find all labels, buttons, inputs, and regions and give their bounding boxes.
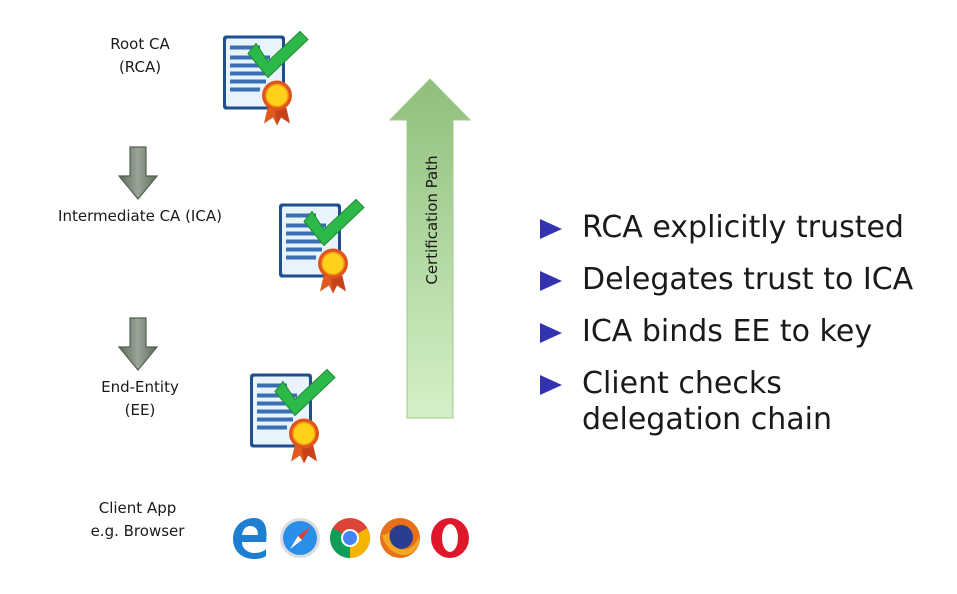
- root-ca-name: Root CA: [110, 35, 170, 53]
- firefox-icon: [380, 518, 420, 558]
- root-ca-abbr: (RCA): [118, 58, 162, 76]
- edge-icon: [233, 518, 267, 559]
- down-arrow-icon: [118, 146, 158, 200]
- bullet-text: Client checks delegation chain: [582, 366, 832, 437]
- bullet-triangle-icon: [540, 219, 562, 239]
- bullet-triangle-icon: [540, 375, 562, 395]
- list-item: ICA binds EE to key: [540, 314, 950, 350]
- certification-path-label: Certification Path: [423, 155, 441, 285]
- intermediate-certificate-icon: [276, 196, 371, 298]
- certification-path-arrow: [389, 78, 471, 419]
- root-certificate-icon: [220, 28, 315, 130]
- client-app-name: Client App: [98, 499, 177, 517]
- end-entity-abbr: (EE): [124, 401, 156, 419]
- end-entity-label: End-Entity (EE): [80, 376, 200, 422]
- opera-icon: [431, 518, 469, 558]
- down-arrow-icon: [118, 317, 158, 371]
- root-ca-label: Root CA (RCA): [80, 33, 200, 79]
- safari-icon: [280, 518, 320, 558]
- bullet-text: ICA binds EE to key: [582, 314, 873, 349]
- bullet-triangle-icon: [540, 271, 562, 291]
- intermediate-ca-name: Intermediate CA (ICA): [58, 207, 222, 225]
- end-entity-certificate-icon: [247, 366, 342, 468]
- client-app-example: e.g. Browser: [90, 522, 185, 540]
- intermediate-ca-label: Intermediate CA (ICA): [20, 205, 260, 228]
- list-item: RCA explicitly trusted: [540, 210, 950, 246]
- client-app-label: Client App e.g. Browser: [70, 497, 205, 543]
- bullet-text: RCA explicitly trusted: [582, 210, 904, 245]
- list-item: Client checks delegation chain: [540, 366, 950, 438]
- bullet-triangle-icon: [540, 323, 562, 343]
- end-entity-name: End-Entity: [101, 378, 179, 396]
- bullet-text: Delegates trust to ICA: [582, 262, 914, 297]
- browser-icons: [228, 516, 472, 560]
- list-item: Delegates trust to ICA: [540, 262, 950, 298]
- bullet-list: RCA explicitly trusted Delegates trust t…: [540, 210, 950, 454]
- chrome-icon: [330, 518, 370, 558]
